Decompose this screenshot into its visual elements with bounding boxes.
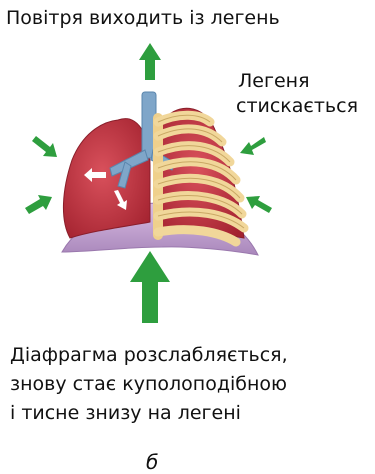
- arrow-diaphragm-up-icon: [130, 251, 170, 323]
- panel-letter: б: [146, 450, 158, 474]
- arrow-in-right-top-icon: [240, 137, 266, 155]
- caption: Діафрагма розслабляється, знову стає куп…: [10, 341, 288, 428]
- arrow-up-icon: [139, 43, 161, 80]
- caption-line-2: знову стає куполоподібною: [10, 370, 288, 399]
- arrow-in-left-bottom-icon: [25, 195, 52, 214]
- arrow-in-right-bottom-icon: [246, 196, 272, 213]
- left-lung: [63, 119, 150, 238]
- caption-line-3: і тисне знизу на легені: [10, 399, 288, 428]
- caption-line-1: Діафрагма розслабляється,: [10, 341, 288, 370]
- arrow-in-left-top-icon: [32, 136, 57, 157]
